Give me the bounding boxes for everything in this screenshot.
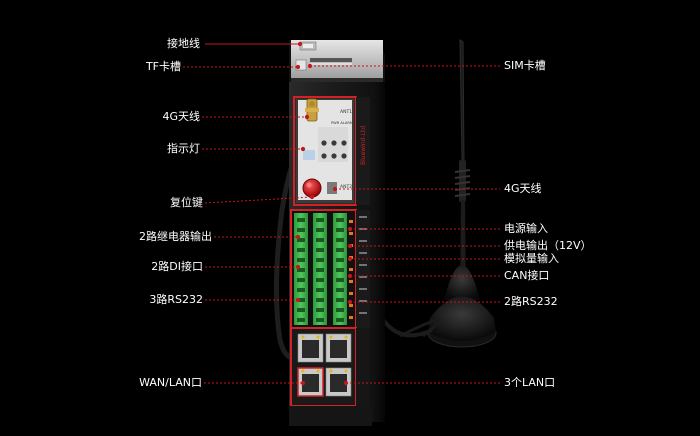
label-sim-slot: SIM卡槽 bbox=[504, 59, 546, 72]
label-power-output: 供电输出（12V） bbox=[504, 239, 592, 252]
label-4g-antenna-left: 4G天线 bbox=[162, 110, 200, 123]
brand-text: Bluewind-Ltd bbox=[360, 126, 367, 165]
reset-button-icon bbox=[302, 178, 322, 198]
device-bottom-shadow bbox=[289, 426, 385, 430]
label-ground-wire: 接地线 bbox=[167, 37, 200, 50]
indicator-leds bbox=[303, 127, 348, 162]
device-top bbox=[289, 40, 385, 82]
indicator-label: PWR ALARM bbox=[331, 121, 353, 125]
label-analog-input: 模拟量输入 bbox=[504, 252, 559, 265]
label-can-interface: CAN接口 bbox=[504, 269, 550, 282]
label-relay-output: 2路继电器输出 bbox=[139, 230, 212, 243]
label-lan-ports: 3个LAN口 bbox=[504, 376, 556, 389]
label-power-input: 电源输入 bbox=[504, 222, 548, 235]
label-4g-antenna-right: 4G天线 bbox=[504, 182, 542, 195]
ant1-label: ANT1 bbox=[340, 109, 352, 115]
device-side-panel bbox=[370, 80, 385, 422]
terminal-block-icon bbox=[290, 209, 370, 329]
label-reset-key: 复位键 bbox=[170, 196, 203, 209]
ant2-label: ANT2 bbox=[340, 184, 352, 190]
antenna-connector-2 bbox=[327, 182, 337, 194]
device-base bbox=[289, 406, 372, 428]
antenna-connector-1 bbox=[305, 98, 319, 122]
label-di-interface: 2路DI接口 bbox=[151, 260, 203, 273]
label-wan-lan: WAN/LAN口 bbox=[139, 376, 202, 389]
label-tf-slot: TF卡槽 bbox=[145, 60, 181, 73]
left-leader-lines bbox=[183, 41, 315, 386]
label-rs232-right: 2路RS232 bbox=[504, 295, 558, 308]
antenna-cable bbox=[380, 316, 433, 338]
right-leader-lines bbox=[307, 63, 500, 386]
external-antenna bbox=[399, 39, 497, 348]
label-indicator: 指示灯 bbox=[167, 142, 200, 155]
ethernet-port-icon bbox=[290, 327, 370, 407]
label-rs232-left: 3路RS232 bbox=[149, 293, 203, 306]
